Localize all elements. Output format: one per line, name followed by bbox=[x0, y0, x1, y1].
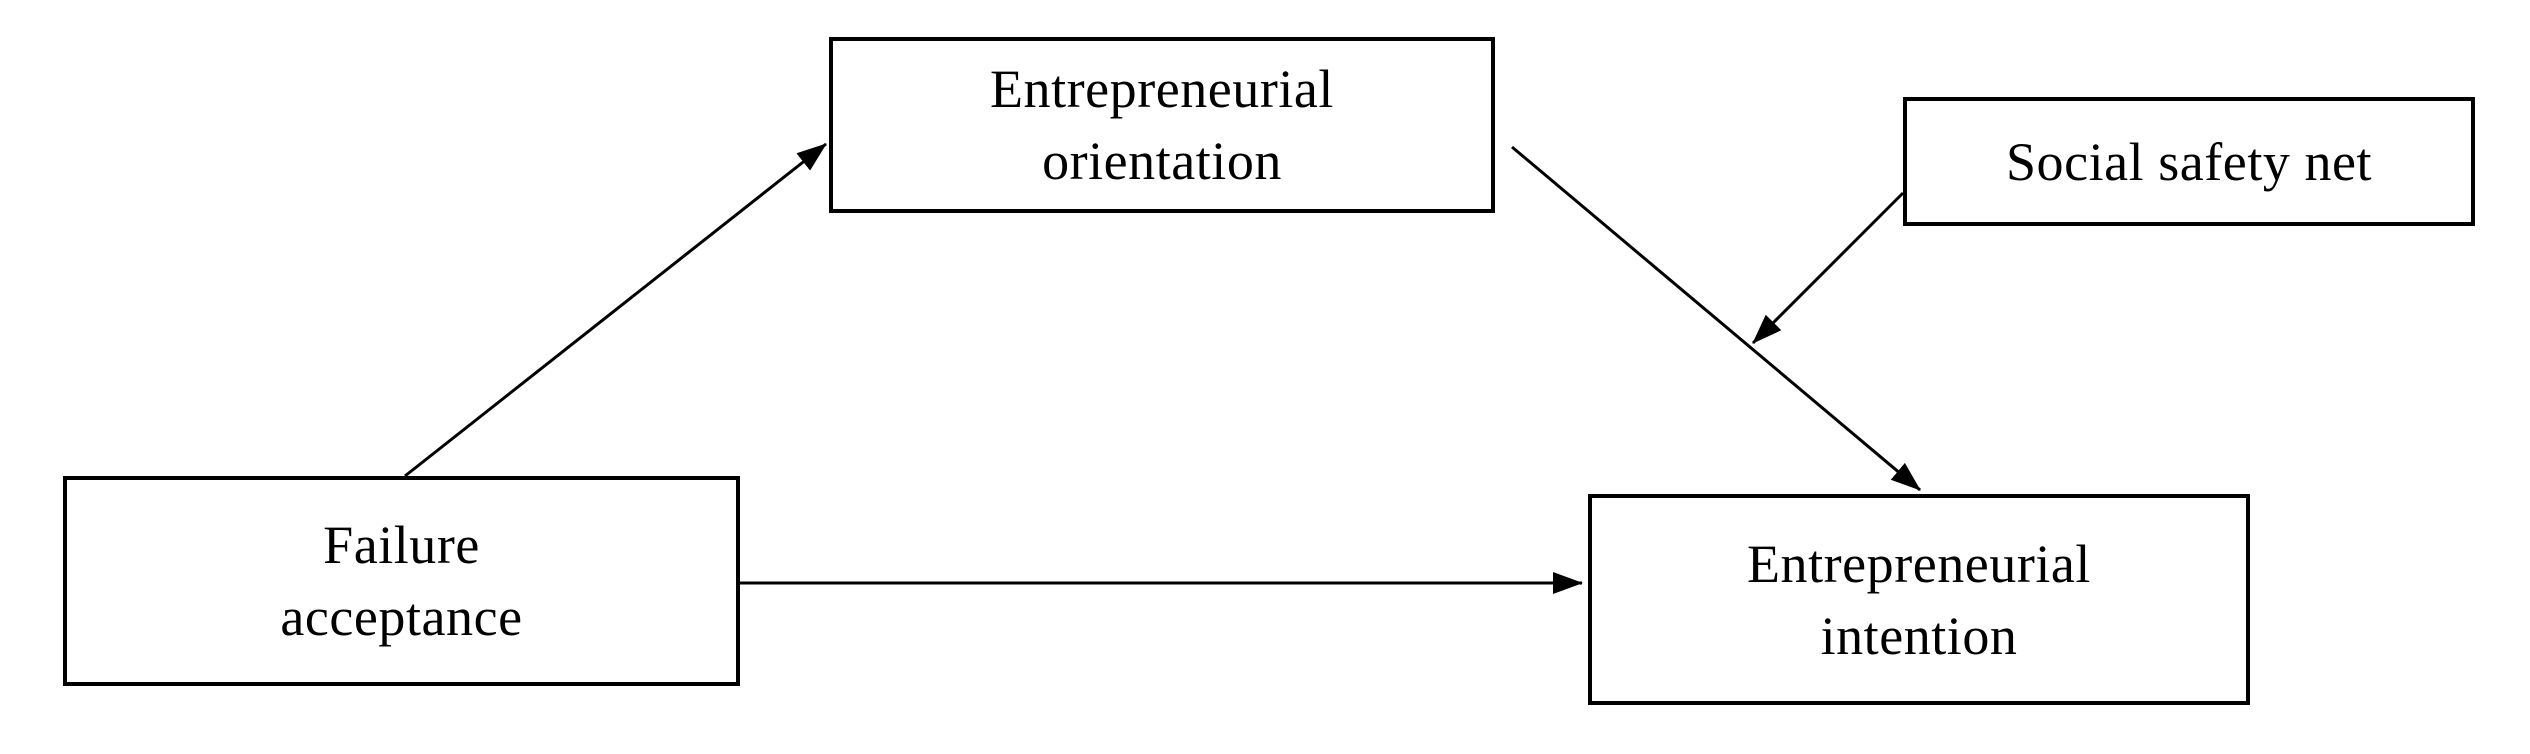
node-label-line: Entrepreneurial bbox=[1747, 533, 2091, 594]
node-label-line: Entrepreneurial bbox=[990, 59, 1334, 119]
arrow-failure-acceptance-to-entrepreneurial-orientation bbox=[404, 142, 827, 478]
node-entrepreneurial-intention: Entrepreneurial intention bbox=[1588, 494, 2250, 705]
node-entrepreneurial-orientation: Entrepreneurial orientation bbox=[829, 37, 1495, 213]
node-failure-acceptance: Failure acceptance bbox=[63, 476, 740, 686]
node-label-line: acceptance bbox=[280, 587, 523, 647]
arrow-social-safety-net-moderation bbox=[1751, 191, 1905, 345]
node-label-line: Social safety net bbox=[2005, 131, 2373, 192]
arrow-entrepreneurial-orientation-to-entrepreneurial-intention bbox=[1511, 145, 1921, 492]
node-label-line: orientation bbox=[1042, 131, 1282, 191]
node-social-safety-net: Social safety net bbox=[1903, 97, 2475, 226]
node-label-line: intention bbox=[1820, 605, 2018, 666]
node-label-line: Failure bbox=[323, 515, 480, 575]
